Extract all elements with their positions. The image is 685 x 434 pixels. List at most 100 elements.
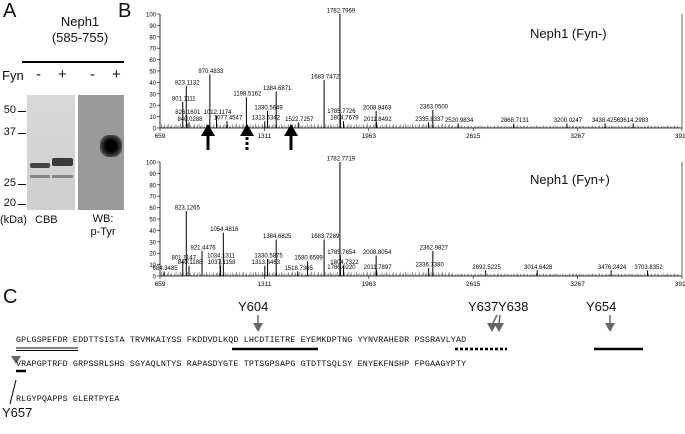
ladder-tick-50 bbox=[18, 111, 26, 112]
lane-4-sign: + bbox=[112, 66, 121, 83]
arrow-solid-1 bbox=[201, 124, 215, 150]
peak-label: 1782.7719 bbox=[327, 157, 356, 163]
peak-label: 2868.7131 bbox=[501, 118, 530, 124]
y-tick-label: 20 bbox=[149, 252, 156, 258]
peak-label: 1012.1174 bbox=[204, 110, 233, 116]
peak-label: 1785.7654 bbox=[327, 250, 356, 256]
x-tick-label: 3919 bbox=[675, 133, 685, 140]
y-tick-label: 60 bbox=[149, 58, 156, 64]
y-tick-label: 0 bbox=[153, 127, 157, 133]
site-y657: Y657 bbox=[2, 405, 33, 420]
sequence-line-1: GPLGSPEFDR EDDTTSISTA TRVMKAIYSS FKDDVDL… bbox=[16, 335, 467, 345]
panel-label-b: B bbox=[118, 0, 132, 22]
peak-label: 3200.0247 bbox=[554, 118, 583, 124]
wb-label-line2: p-Tyr bbox=[90, 226, 116, 238]
ladder-tick-37 bbox=[18, 133, 26, 134]
wb-label-line1: WB: bbox=[92, 213, 114, 225]
peak-label: 2520.9834 bbox=[445, 118, 474, 124]
peak-label: 1782.7969 bbox=[327, 9, 356, 15]
peak-label: 3014.6428 bbox=[524, 265, 553, 271]
fyn-label: Fyn bbox=[2, 68, 24, 83]
ladder-37: 37 bbox=[3, 126, 16, 138]
ptyr-band bbox=[100, 135, 122, 157]
y-tick-label: 90 bbox=[149, 172, 156, 178]
peak-label: 1330.5649 bbox=[254, 105, 283, 111]
sequence-line-3: RLGYPQAPPS GLERTPYEA bbox=[16, 394, 120, 404]
y-tick-label: 90 bbox=[149, 24, 156, 30]
peak-label: 1384.6825 bbox=[263, 234, 292, 240]
peak-label: 1077.4547 bbox=[214, 116, 243, 122]
peak-label: 1034.1311 bbox=[207, 253, 236, 259]
peak-label: 1683.7289 bbox=[311, 234, 340, 240]
site-y604: Y604 bbox=[238, 299, 269, 314]
marker-y654 bbox=[605, 323, 615, 332]
y657-leader bbox=[9, 379, 17, 405]
x-tick-label: 3919 bbox=[675, 281, 685, 288]
peak-label: 1683.7472 bbox=[311, 75, 340, 81]
peak-label: 1518.7365 bbox=[284, 266, 313, 272]
peak-label: 684.3485 bbox=[153, 266, 179, 272]
y-tick-label: 40 bbox=[149, 229, 156, 235]
sequence-line-2: VRAPGPTRFD GRPSSRLSHS SGYAQLNTYS RAPASDY… bbox=[16, 359, 467, 369]
cbb-band-lane1 bbox=[30, 163, 50, 168]
y-tick-label: 0 bbox=[153, 275, 157, 281]
y-tick-label: 80 bbox=[149, 35, 156, 41]
spectrum-label-fyn-minus: Neph1 (Fyn-) bbox=[530, 26, 607, 41]
peak-label: 3476.2424 bbox=[598, 265, 627, 271]
lane-2-sign: + bbox=[58, 66, 67, 83]
ladder-tick-20 bbox=[18, 204, 26, 205]
peak-label: 2008.8054 bbox=[363, 250, 392, 256]
x-tick-label: 1963 bbox=[362, 281, 377, 288]
peak-label: 840.1188 bbox=[178, 260, 203, 266]
kda-label: (kDa) bbox=[0, 214, 27, 226]
panel-a-title: Neph1 (585-755) bbox=[30, 14, 130, 46]
x-tick-label: 3267 bbox=[570, 281, 585, 288]
peak-label: 1313.5342 bbox=[252, 116, 281, 122]
lane-1-sign: - bbox=[36, 66, 41, 83]
y-tick-label: 70 bbox=[149, 195, 156, 201]
lane-3-sign: - bbox=[90, 66, 95, 83]
peak-label: 801.1111 bbox=[172, 96, 196, 102]
panel-label-a: A bbox=[3, 0, 17, 22]
peak-label: 2011.8492 bbox=[364, 117, 393, 123]
x-tick-label: 2615 bbox=[466, 133, 481, 140]
peak-label: 970.4833 bbox=[198, 69, 224, 75]
peak-label: 1804.7322 bbox=[330, 260, 359, 266]
peak-label: 823.1265 bbox=[175, 206, 201, 212]
peak-label: 1037.1158 bbox=[208, 260, 237, 266]
site-y638: Y638 bbox=[498, 299, 529, 314]
marker-y637 bbox=[487, 323, 497, 332]
peak-label: 3438.4256 bbox=[592, 118, 621, 124]
x-tick-label: 659 bbox=[155, 133, 166, 140]
peak-label: 1313.6463 bbox=[252, 260, 281, 266]
site-y654: Y654 bbox=[586, 299, 617, 314]
y-tick-label: 20 bbox=[149, 104, 156, 110]
peak-label: 3703.8352 bbox=[634, 265, 663, 271]
peak-label: 2008.8463 bbox=[363, 105, 392, 111]
site-y637: Y637 bbox=[468, 299, 499, 314]
y-tick-label: 80 bbox=[149, 183, 156, 189]
marker-y657 bbox=[11, 356, 21, 364]
peak-label: 1580.6599 bbox=[294, 256, 323, 262]
y-tick-label: 100 bbox=[146, 161, 157, 167]
ladder-25: 25 bbox=[3, 177, 16, 189]
peak-label: 3614.2983 bbox=[620, 118, 649, 124]
peak-label: 2336.7380 bbox=[415, 263, 444, 269]
peak-label: 840.0288 bbox=[177, 117, 203, 123]
peak-label: 1198.5162 bbox=[233, 92, 262, 98]
peak-label: 823.1132 bbox=[175, 80, 200, 86]
cbb-gel bbox=[27, 95, 75, 210]
peak-label: 801.1147 bbox=[171, 256, 196, 262]
cbb-band-lane2-lower bbox=[52, 175, 73, 178]
x-tick-label: 1963 bbox=[362, 133, 377, 140]
y-tick-label: 60 bbox=[149, 206, 156, 212]
x-tick-label: 1311 bbox=[257, 281, 271, 288]
ladder-50: 50 bbox=[3, 104, 16, 116]
arrow-solid-2 bbox=[284, 124, 298, 150]
peak-label: 1785.7726 bbox=[327, 109, 356, 115]
y-tick-label: 50 bbox=[149, 218, 156, 224]
spectrum-label-fyn-plus: Neph1 (Fyn+) bbox=[530, 172, 610, 187]
y-tick-label: 10 bbox=[149, 263, 156, 269]
peak-label: 2363.0500 bbox=[420, 104, 449, 110]
